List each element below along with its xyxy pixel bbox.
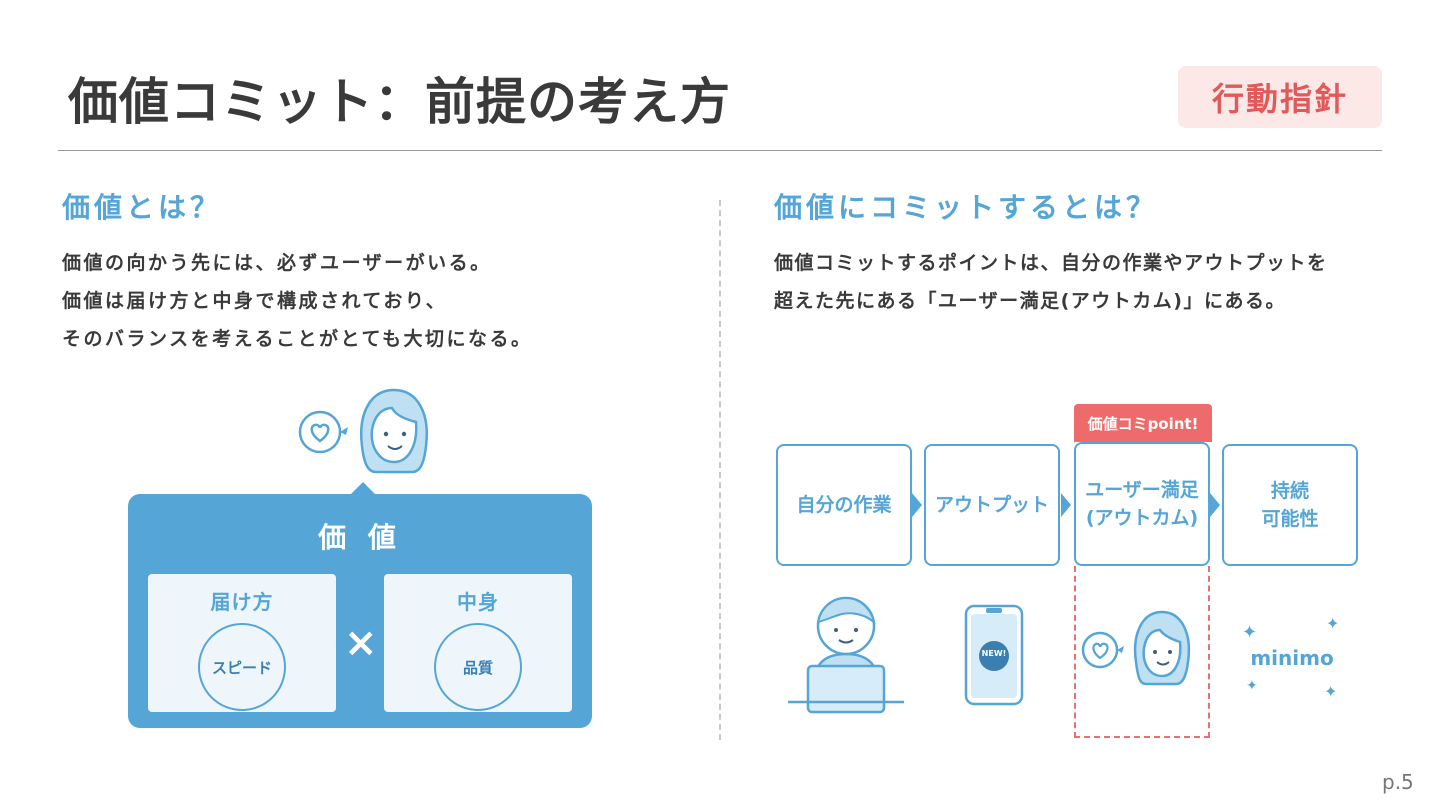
page-number: p.5 xyxy=(1382,770,1414,794)
flow-step-work: 自分の作業 xyxy=(776,444,912,566)
speed-circle: スピード xyxy=(198,623,286,711)
delivery-label: 届け方 xyxy=(210,590,274,614)
flow-arrow-icon xyxy=(1210,493,1220,517)
value-box-pointer xyxy=(349,482,377,496)
sparkle-icon: ✦ xyxy=(1324,682,1338,701)
delivery-panel: 届け方 スピード xyxy=(148,574,336,712)
point-tag: 価値コミpoint! xyxy=(1074,404,1212,442)
quality-circle: 品質 xyxy=(434,623,522,711)
flow-step-user-satisfaction: ユーザー満足 (アウトカム) xyxy=(1074,442,1210,566)
left-body: 価値の向かう先には、必ずユーザーがいる。 価値は届け方と中身で構成されており、 … xyxy=(62,244,533,358)
left-body-line: 価値の向かう先には、必ずユーザーがいる。 xyxy=(62,252,492,274)
content-panel: 中身 品質 xyxy=(384,574,572,712)
content-label: 中身 xyxy=(457,590,499,614)
category-badge: 行動指針 xyxy=(1178,66,1382,128)
flow-step-label: 持続 xyxy=(1270,480,1309,502)
minimo-logo: minimo xyxy=(1250,646,1334,670)
laptop-worker-icon xyxy=(788,596,904,714)
right-body-line: 価値コミットするポイントは、自分の作業やアウトプットを xyxy=(774,252,1328,274)
smartphone-icon xyxy=(964,604,1024,706)
page-title: 価値コミット：前提の考え方 xyxy=(68,73,731,131)
heart-bubble-icon xyxy=(298,410,348,454)
right-heading: 価値にコミットするとは？ xyxy=(774,191,1159,224)
flow-step-output: アウトプット xyxy=(924,444,1060,566)
flow-step-label-sub: (アウトカム) xyxy=(1085,507,1199,529)
flow-step-label: アウトプット xyxy=(934,494,1049,516)
right-body-line: 超えた先にある「ユーザー満足(アウトカム)」にある。 xyxy=(774,290,1286,312)
flow-step-label-sub: 可能性 xyxy=(1261,508,1319,530)
new-badge-text: NEW! xyxy=(981,649,1007,658)
left-body-line: 価値は届け方と中身で構成されており、 xyxy=(62,290,448,312)
flow-step-label: ユーザー満足 xyxy=(1085,479,1199,501)
header-divider xyxy=(58,150,1382,151)
sparkle-icon: ✦ xyxy=(1242,622,1258,643)
sparkle-icon: ✦ xyxy=(1326,614,1340,633)
user-with-heart-illustration xyxy=(298,388,428,474)
user-face-icon xyxy=(360,388,428,474)
left-body-line: そのバランスを考えることがとても大切になる。 xyxy=(62,328,533,350)
flow-arrow-icon xyxy=(1061,493,1071,517)
left-heading: 価値とは？ xyxy=(62,191,223,224)
flow-step-label: 自分の作業 xyxy=(796,494,892,516)
right-body: 価値コミットするポイントは、自分の作業やアウトプットを 超えた先にある「ユーザー… xyxy=(774,244,1328,320)
point-highlight-frame xyxy=(1074,566,1210,738)
value-box-title: 価 値 xyxy=(318,521,402,554)
sparkle-icon: ✦ xyxy=(1246,678,1258,694)
flow-arrow-icon xyxy=(912,493,922,517)
satisfied-user-icon xyxy=(1081,610,1191,686)
multiply-sign: × xyxy=(344,620,378,666)
column-divider xyxy=(719,200,721,740)
flow-step-sustainability: 持続 可能性 xyxy=(1222,444,1358,566)
